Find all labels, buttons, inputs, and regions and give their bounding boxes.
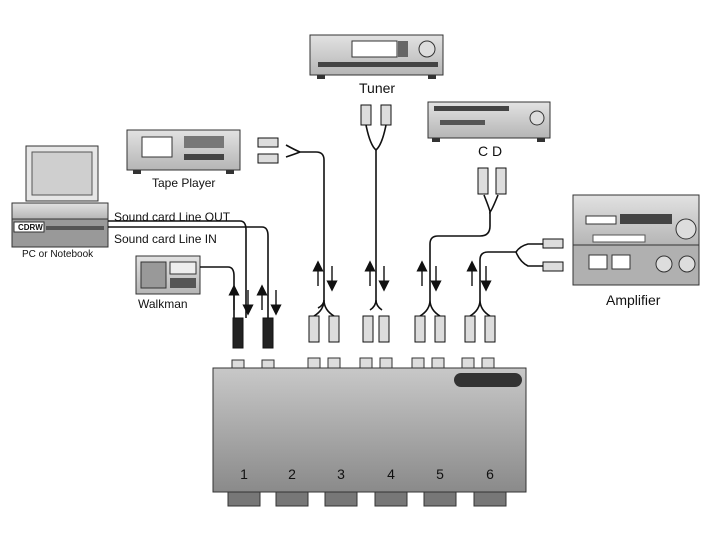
switch-button-4 — [374, 491, 408, 507]
mini-jacks — [232, 317, 274, 349]
switch-button-3 — [324, 491, 358, 507]
line-in-label: Sound card Line IN — [114, 232, 217, 246]
laptop-device — [11, 145, 109, 248]
cables — [108, 124, 543, 318]
tuner-label: Tuner — [359, 80, 396, 96]
amplifier-device — [572, 194, 700, 286]
amplifier-label: Amplifier — [606, 292, 661, 308]
cd-label: C D — [478, 143, 503, 159]
port-number-3: 3 — [337, 466, 345, 482]
port-number-4: 4 — [387, 466, 395, 482]
switch-buttons — [227, 491, 507, 507]
port-number-2: 2 — [288, 466, 296, 482]
tape-player-label: Tape Player — [152, 176, 216, 190]
switch-box — [212, 357, 527, 507]
walkman-device — [135, 255, 201, 295]
switch-button-6 — [473, 491, 507, 507]
switch-button-5 — [423, 491, 457, 507]
switch-button-1 — [227, 491, 261, 507]
cdrw-badge: CDRW — [18, 223, 43, 232]
line-out-label: Sound card Line OUT — [114, 210, 231, 224]
cd-device — [427, 101, 551, 142]
tape-player-device — [126, 129, 241, 174]
walkman-label: Walkman — [138, 297, 188, 311]
tuner-device — [309, 34, 444, 79]
port-number-5: 5 — [436, 466, 444, 482]
port-number-6: 6 — [486, 466, 494, 482]
signal-arrows — [228, 260, 492, 316]
pc-label: PC or Notebook — [22, 249, 94, 260]
port-number-1: 1 — [240, 466, 248, 482]
switch-button-2 — [275, 491, 309, 507]
rca-plugs — [257, 104, 564, 343]
